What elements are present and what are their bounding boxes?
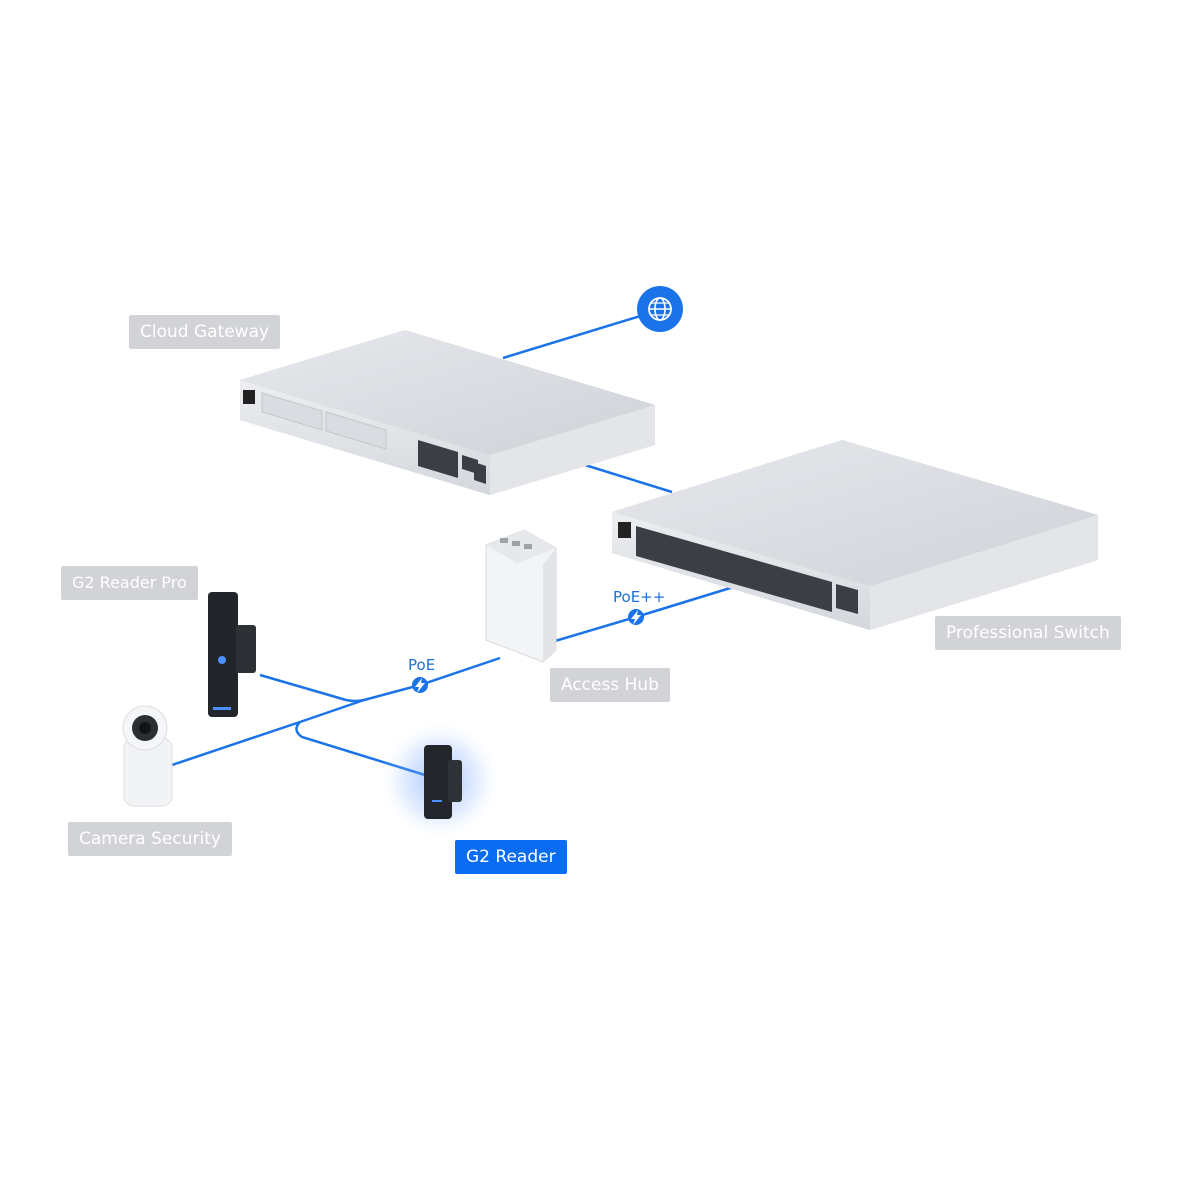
lightning-bolt-icon — [412, 677, 428, 693]
camera-security-label: Camera Security — [68, 822, 232, 856]
poe-label: PoE — [408, 656, 436, 674]
g2-reader-device — [378, 718, 502, 842]
globe-icon — [637, 286, 683, 332]
professional-switch-device — [612, 440, 1098, 630]
poe-plus-plus-label: PoE++ — [613, 588, 666, 606]
gateway-internet-link — [502, 308, 661, 360]
lightning-bolt-icon — [628, 609, 644, 625]
g2-reader-pro-device — [208, 592, 256, 717]
g2-reader-pro-label: G2 Reader Pro — [61, 566, 198, 600]
g2-reader-link — [295, 721, 426, 777]
g2-reader-label[interactable]: G2 Reader — [455, 840, 567, 874]
gateway-switch-link — [584, 463, 673, 494]
cloud-gateway-label: Cloud Gateway — [129, 315, 281, 349]
access-hub-device — [485, 529, 557, 663]
hub-reader-pro-poe-link — [259, 656, 501, 703]
cloud-gateway-device — [240, 330, 655, 495]
professional-switch-label: Professional Switch — [935, 616, 1121, 650]
camera-link — [171, 698, 365, 767]
camera-security-device — [122, 705, 173, 807]
access-hub-label: Access Hub — [550, 668, 670, 702]
